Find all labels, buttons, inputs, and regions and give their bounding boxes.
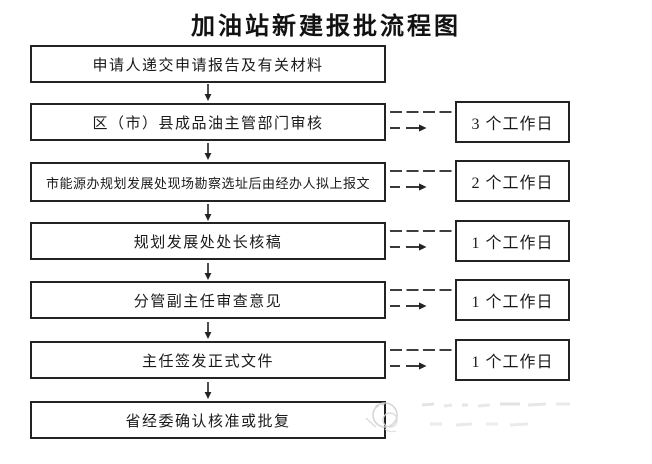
faint-logo-watermark-icon bbox=[365, 402, 570, 433]
dashed-right-arrow-icon bbox=[390, 349, 452, 370]
step-box-3: 市能源办规划发展处现场勘察选址后由经办人拟上报文 bbox=[30, 162, 386, 202]
step-label-2: 区（市）县成品油主管部门审核 bbox=[92, 115, 324, 132]
step-label-1: 申请人递交申请报告及有关材料 bbox=[92, 57, 324, 74]
dashed-right-arrow-icon bbox=[390, 170, 452, 191]
step-label-7: 省经委确认核准或批复 bbox=[125, 413, 291, 430]
page-title: 加油站新建报批流程图 bbox=[191, 14, 461, 40]
step-box-5: 分管副主任审查意见 bbox=[30, 281, 386, 319]
step-box-4: 规划发展处处长核稿 bbox=[30, 222, 386, 260]
step-label-6: 主任签发正式文件 bbox=[141, 353, 274, 370]
step-box-7: 省经委确认核准或批复 bbox=[30, 401, 386, 439]
duration-label-1: 3 个工作日 bbox=[471, 116, 554, 133]
arrow-down-icon bbox=[204, 84, 212, 101]
duration-label-4: 1 个工作日 bbox=[471, 294, 554, 311]
step-label-4: 规划发展处处长核稿 bbox=[133, 234, 283, 251]
arrow-down-icon bbox=[204, 382, 212, 399]
duration-box-1: 3 个工作日 bbox=[455, 101, 570, 143]
step-label-5: 分管副主任审查意见 bbox=[133, 293, 283, 310]
arrow-down-icon bbox=[204, 143, 212, 160]
arrow-down-icon bbox=[204, 263, 212, 280]
duration-box-4: 1 个工作日 bbox=[455, 279, 570, 321]
step-box-1: 申请人递交申请报告及有关材料 bbox=[30, 45, 386, 83]
step-label-3: 市能源办规划发展处现场勘察选址后由经办人拟上报文 bbox=[45, 175, 370, 191]
dashed-right-arrow-icon bbox=[390, 230, 452, 251]
arrow-down-icon bbox=[204, 322, 212, 339]
duration-box-5: 1 个工作日 bbox=[455, 339, 570, 381]
step-box-6: 主任签发正式文件 bbox=[30, 341, 386, 379]
duration-label-3: 1 个工作日 bbox=[471, 235, 554, 252]
arrow-down-icon bbox=[204, 204, 212, 221]
duration-label-2: 2 个工作日 bbox=[471, 175, 554, 192]
dashed-right-arrow-icon bbox=[390, 289, 452, 310]
dashed-right-arrow-icon bbox=[390, 111, 452, 132]
duration-box-3: 1 个工作日 bbox=[455, 220, 570, 262]
step-box-2: 区（市）县成品油主管部门审核 bbox=[30, 103, 386, 141]
duration-box-2: 2 个工作日 bbox=[455, 160, 570, 202]
duration-label-5: 1 个工作日 bbox=[471, 354, 554, 371]
